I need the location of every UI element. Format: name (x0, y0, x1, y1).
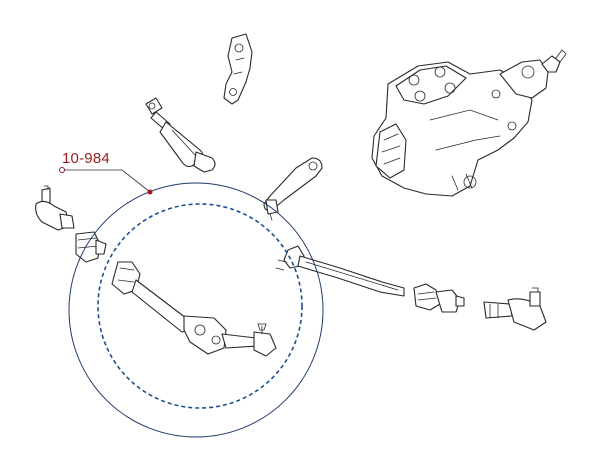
right-tie-rod[interactable] (275, 245, 405, 297)
left-adjuster-sleeve[interactable] (75, 231, 107, 263)
steering-damper[interactable] (145, 97, 216, 173)
idler-arm[interactable] (263, 157, 323, 221)
callout-leader (59, 167, 153, 195)
center-link[interactable] (111, 261, 277, 357)
left-outer-tie-rod-end[interactable] (35, 185, 75, 231)
right-adjuster-sleeve[interactable] (413, 283, 465, 313)
part-number-label[interactable]: 10-984 (62, 150, 110, 167)
part-number-callout[interactable]: 10-984 (62, 150, 110, 168)
steering-gear-box[interactable] (371, 49, 567, 197)
right-outer-tie-rod-end[interactable] (483, 287, 547, 331)
pitman-arm-bracket[interactable] (223, 33, 253, 105)
zoom-circle-outer (68, 182, 324, 438)
zoom-circle-dashed (97, 203, 303, 409)
